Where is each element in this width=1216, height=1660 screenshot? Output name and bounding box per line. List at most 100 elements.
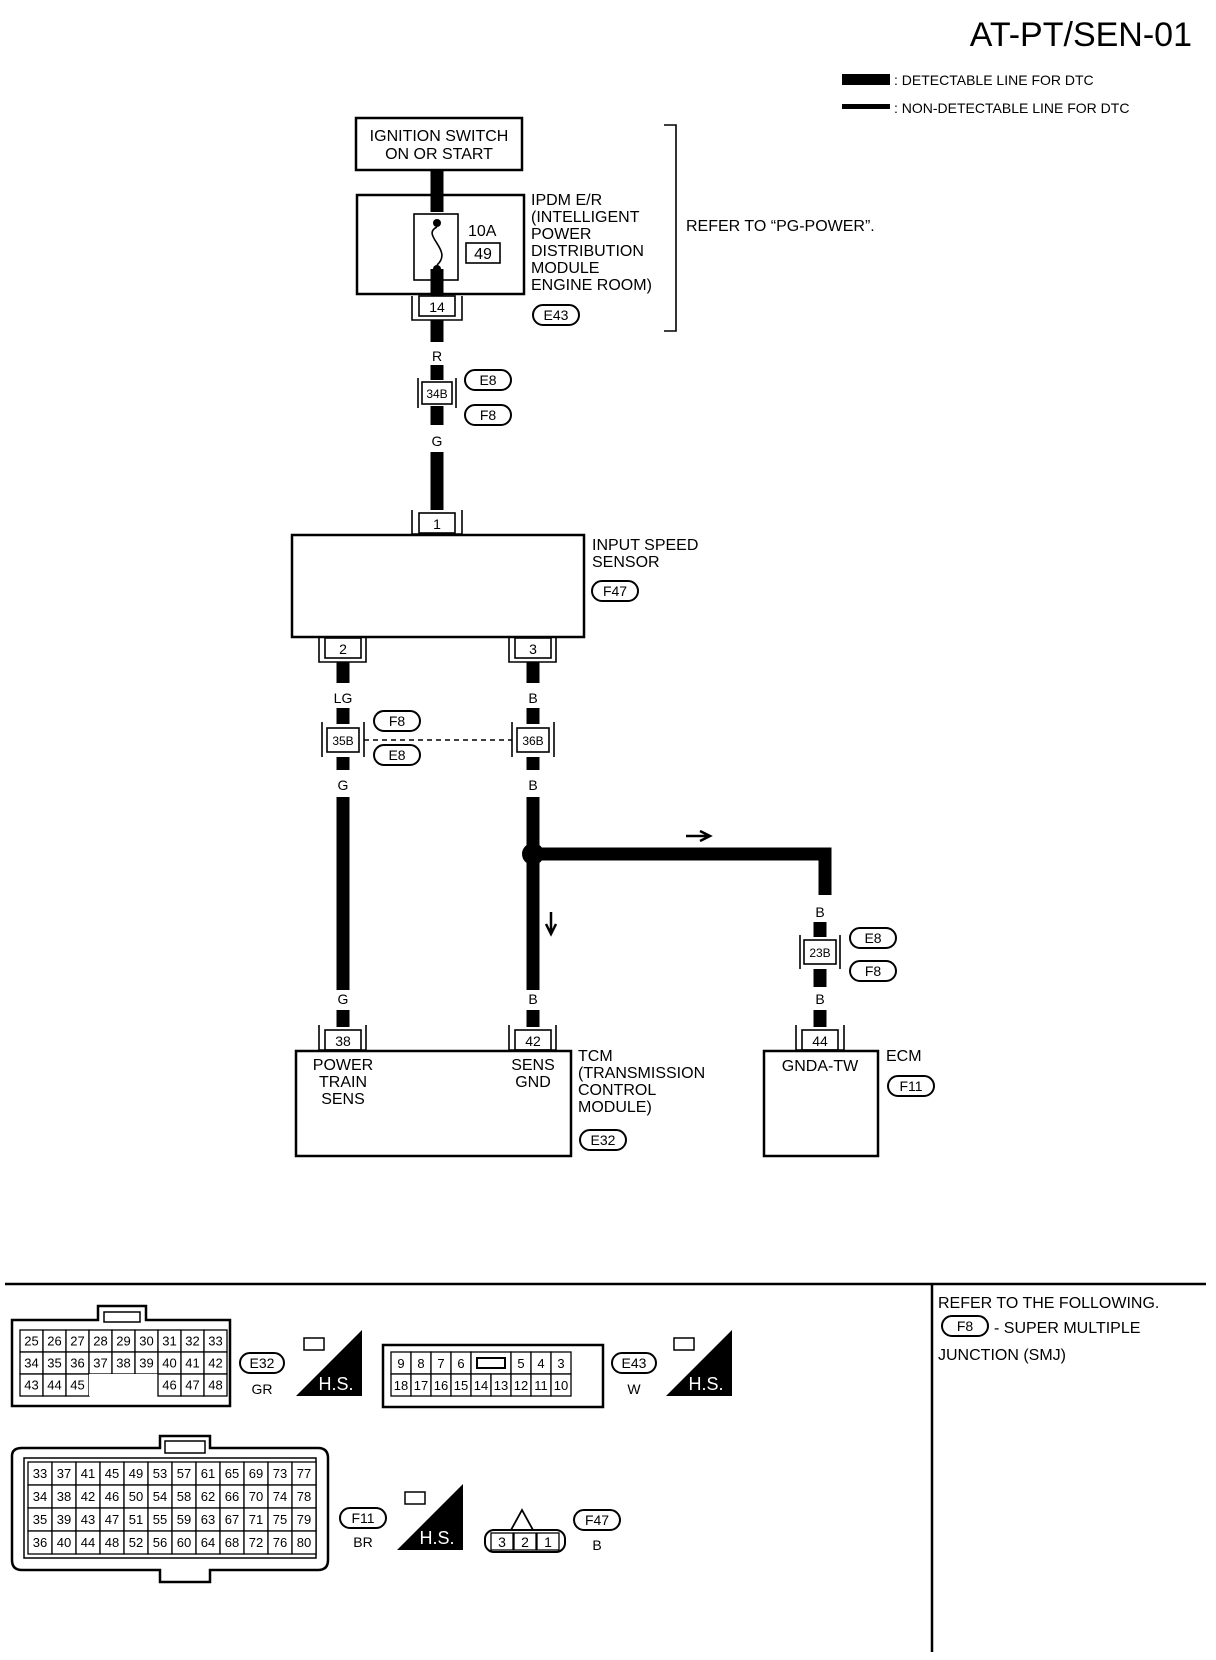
face-e43-key-mark [476, 1357, 506, 1369]
hs-label-f11: H.S. [419, 1528, 454, 1548]
refer-pg-power: REFER TO “PG-POWER”. [686, 218, 875, 235]
input-speed-sensor: 1 INPUT SPEED SENSOR F47 2 3 [290, 510, 698, 663]
face-e43-pin-18: 18 [394, 1378, 408, 1393]
iss-pin-3: 3 [529, 641, 537, 657]
face-f11-pin-39: 39 [57, 1512, 71, 1527]
arrow-down-icon [544, 912, 558, 937]
face-e32-cell [135, 1374, 158, 1396]
face-f47-id: F47 [585, 1512, 609, 1528]
face-e32-pin-26: 26 [47, 1334, 61, 1349]
face-e43-pin-14: 14 [474, 1378, 488, 1393]
ipdm-desc-line4: DISTRIBUTION [531, 243, 644, 260]
face-e43-pin-8: 8 [417, 1356, 424, 1371]
tcm-pin-label-left-2: TRAIN [319, 1074, 367, 1091]
face-f11-pin-68: 68 [225, 1535, 239, 1550]
face-e32-pin-44: 44 [47, 1378, 61, 1393]
face-f11-pin-64: 64 [201, 1535, 215, 1550]
tcm-pin-label-left-1: POWER [313, 1057, 373, 1074]
wire-color-r: R [432, 348, 442, 364]
joint-23b: 23B E8 F8 [799, 927, 897, 982]
face-e43-pin-4: 4 [537, 1356, 544, 1371]
face-f11-pin-40: 40 [57, 1535, 71, 1550]
face-e32-pin-45: 45 [70, 1378, 84, 1393]
joint-35b-36b: 35B 36B F8 E8 [321, 710, 555, 766]
face-f11-pin-34: 34 [33, 1489, 47, 1504]
face-f11-pin-58: 58 [177, 1489, 191, 1504]
face-f11-pin-65: 65 [225, 1466, 239, 1481]
face-f11-pin-41: 41 [81, 1466, 95, 1481]
face-f11-pin-44: 44 [81, 1535, 95, 1550]
ipdm-connector-e43: E43 [544, 307, 569, 323]
ipdm-block: 10A 49 IPDM E/R (INTELLIGENT POWER DISTR… [355, 170, 652, 326]
wire-color-g: G [432, 433, 443, 449]
face-e32-pin-27: 27 [70, 1334, 84, 1349]
face-e32-pin-40: 40 [162, 1356, 176, 1371]
legend-detectable-swatch [842, 74, 890, 85]
ecm-name: ECM [886, 1048, 922, 1065]
face-f11-pin-46: 46 [105, 1489, 119, 1504]
face-e32-pin-39: 39 [139, 1356, 153, 1371]
ignition-line2: ON OR START [385, 146, 493, 163]
fuse-rating: 10A [468, 223, 497, 240]
legend-nondetectable-swatch [842, 104, 890, 109]
face-f47-cell [490, 1532, 514, 1551]
joint-34b: 34B E8 F8 [417, 369, 512, 426]
face-f11-pin-53: 53 [153, 1466, 167, 1481]
face-f11-pin-54: 54 [153, 1489, 167, 1504]
legend-detectable-text: : DETECTABLE LINE FOR DTC [894, 72, 1094, 88]
joint-23b-pin: 23B [809, 946, 830, 960]
tcm-desc-1: (TRANSMISSION [578, 1065, 705, 1082]
face-f11-pin-56: 56 [153, 1535, 167, 1550]
face-f47-color: B [592, 1537, 601, 1553]
face-e43-pin-17: 17 [414, 1378, 428, 1393]
wire-color-b-branch-top: B [815, 904, 824, 920]
wire-color-b-top: B [528, 690, 537, 706]
face-e43-pin-9: 9 [397, 1356, 404, 1371]
iss-pin-2: 2 [339, 641, 347, 657]
page-title: AT-PT/SEN-01 [970, 16, 1192, 54]
face-e32-pin-33: 33 [208, 1334, 222, 1349]
ignition-line1: IGNITION SWITCH [370, 128, 509, 145]
face-f11-pin-49: 49 [129, 1466, 143, 1481]
refer-note-line3: JUNCTION (SMJ) [938, 1347, 1066, 1364]
ipdm-pin-14: 14 [429, 299, 445, 315]
face-e32-pin-25: 25 [24, 1334, 38, 1349]
face-f47-pin-2: 2 [521, 1534, 529, 1550]
face-e43-color: W [627, 1381, 641, 1397]
face-f47-pin-1: 1 [544, 1534, 552, 1550]
iss-connector-f47: F47 [603, 583, 627, 599]
face-e43-pin-16: 16 [434, 1378, 448, 1393]
face-e32-pin-29: 29 [116, 1334, 130, 1349]
ignition-switch-block: IGNITION SWITCH ON OR START [354, 116, 524, 172]
face-f11-pin-59: 59 [177, 1512, 191, 1527]
face-f11-pin-36: 36 [33, 1535, 47, 1550]
face-e32-pin-30: 30 [139, 1334, 153, 1349]
face-e32-cell [112, 1374, 135, 1396]
face-e43-pin-6: 6 [457, 1356, 464, 1371]
ipdm-desc-line2: (INTELLIGENT [531, 209, 640, 226]
face-e32-pin-32: 32 [185, 1334, 199, 1349]
face-f11-pin-50: 50 [129, 1489, 143, 1504]
face-e43-pin-11: 11 [534, 1378, 548, 1393]
face-e43-pin-15: 15 [454, 1378, 468, 1393]
face-f11-pin-70: 70 [249, 1489, 263, 1504]
tcm-block: 38 42 POWER TRAIN SENS SENS GND TCM (TRA… [294, 1025, 705, 1158]
face-e32-pin-31: 31 [162, 1334, 176, 1349]
hs-label-e43: H.S. [688, 1374, 723, 1394]
ecm-block: 44 GNDA-TW ECM F11 [762, 1025, 935, 1158]
tcm-pin-label-right-2: GND [515, 1074, 551, 1091]
face-f11-pin-67: 67 [225, 1512, 239, 1527]
tcm-pin-42: 42 [525, 1033, 541, 1049]
face-f11-pin-63: 63 [201, 1512, 215, 1527]
joint-23b-conn-e8: E8 [864, 930, 881, 946]
face-e32-pin-47: 47 [185, 1378, 199, 1393]
hs-icon-f11: H.S. [397, 1484, 463, 1550]
refer-bracket [664, 124, 677, 332]
face-e32-pin-43: 43 [24, 1378, 38, 1393]
face-e32-pin-46: 46 [162, 1378, 176, 1393]
face-f11-pin-74: 74 [273, 1489, 287, 1504]
face-f11-pin-61: 61 [201, 1466, 215, 1481]
tcm-desc-3: MODULE) [578, 1099, 652, 1116]
